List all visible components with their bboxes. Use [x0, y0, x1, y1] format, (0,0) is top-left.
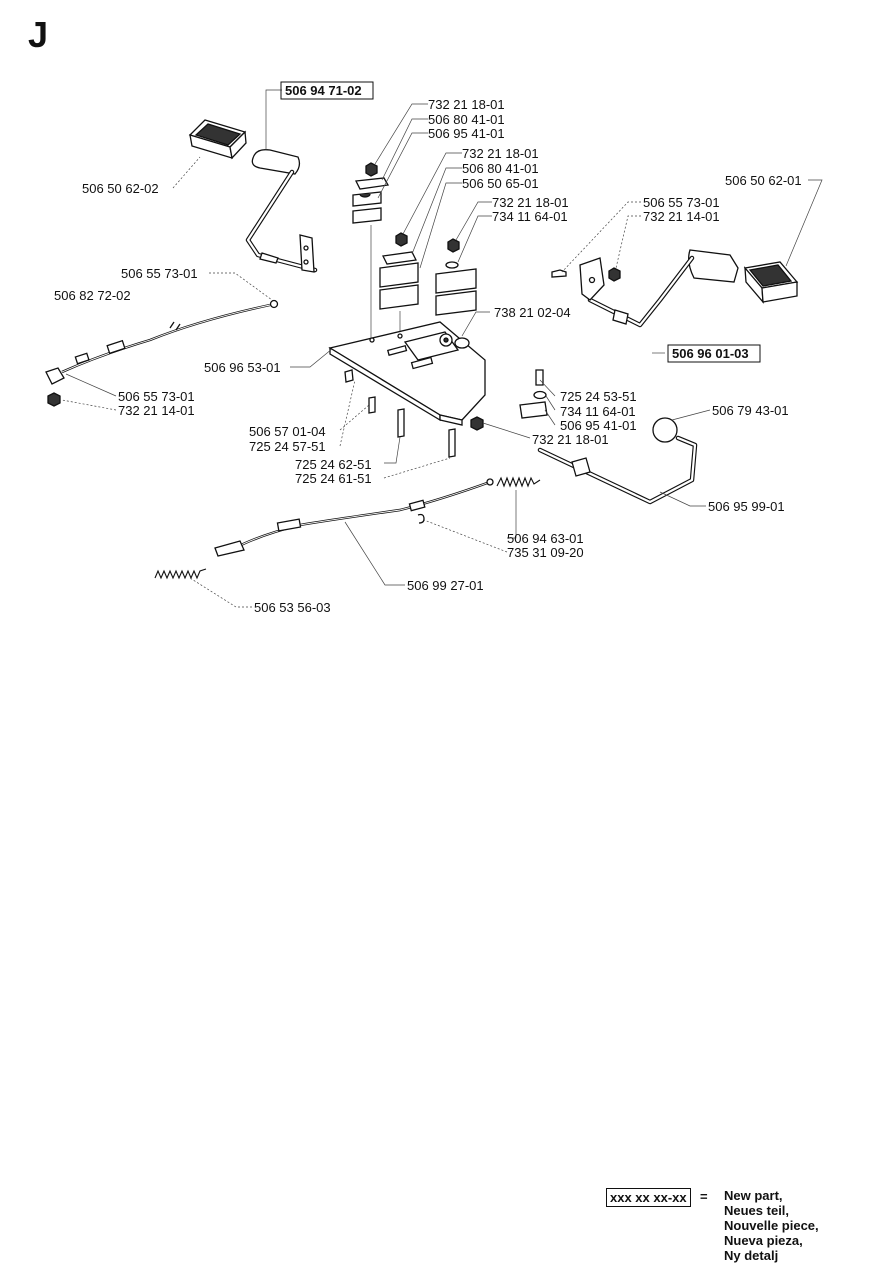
- part-label: 506 79 43-01: [712, 403, 789, 418]
- part-label: 506 95 41-01: [428, 126, 505, 141]
- section-letter: J: [28, 14, 49, 55]
- right-pedal-arm: [579, 249, 739, 328]
- part-label: 734 11 64-01: [560, 404, 636, 419]
- new-part-box-1: [280, 81, 374, 100]
- leader-lines: [61, 89, 823, 608]
- part-label: 506 55 73-01: [118, 389, 195, 404]
- legend-line: Ny detalj: [724, 1248, 779, 1263]
- legend: xxx xx xx-xx = New part, Neues teil, Nou…: [606, 1187, 866, 1267]
- right-pedal-pad: [743, 261, 799, 304]
- legend-line: Neues teil,: [724, 1203, 790, 1218]
- new-part-box-2: [667, 344, 761, 363]
- part-label: 506 50 62-01: [725, 173, 802, 188]
- part-label: 732 21 18-01: [462, 146, 539, 161]
- part-label: 725 24 61-51: [295, 471, 372, 486]
- part-label: 725 24 62-51: [295, 457, 372, 472]
- part-labels: 506 94 71-02 506 50 62-02 732 21 18-01 5…: [54, 81, 802, 615]
- part-label: 506 50 62-02: [82, 181, 159, 196]
- legend-code-box: xxx xx xx-xx: [606, 1188, 691, 1207]
- part-label: 506 95 99-01: [708, 499, 785, 514]
- part-label: 506 94 63-01: [507, 531, 584, 546]
- left-cable: [45, 299, 279, 407]
- part-label: 732 21 14-01: [643, 209, 720, 224]
- part-label: 506 96 01-03: [672, 346, 749, 361]
- bushing-stack-1: [352, 162, 390, 338]
- part-label: 725 24 53-51: [560, 389, 637, 404]
- part-label: 506 94 71-02: [285, 83, 362, 98]
- part-label: 506 80 41-01: [428, 112, 505, 127]
- part-label: 725 24 57-51: [249, 439, 326, 454]
- part-label: 506 96 53-01: [204, 360, 281, 375]
- legend-equals: =: [700, 1189, 708, 1204]
- part-label: 732 21 18-01: [492, 195, 569, 210]
- part-label: 506 55 73-01: [643, 195, 720, 210]
- legend-line: New part,: [724, 1188, 783, 1203]
- bottom-cable: [214, 478, 494, 557]
- legend-line: Nueva pieza,: [724, 1233, 803, 1248]
- spring-upper: [496, 476, 541, 488]
- left-pedal-assembly: [188, 119, 318, 273]
- bushing-stack-3: [435, 238, 477, 316]
- left-pedal-pad: [188, 119, 247, 160]
- part-label: 732 21 18-01: [532, 432, 609, 447]
- part-label: 506 50 65-01: [462, 176, 539, 191]
- part-label: 735 31 09-20: [507, 545, 584, 560]
- spring-lower: [154, 568, 207, 580]
- part-label: 732 21 14-01: [118, 403, 195, 418]
- part-label: 506 95 41-01: [560, 418, 637, 433]
- part-label: 506 80 41-01: [462, 161, 539, 176]
- part-label: 506 82 72-02: [54, 288, 131, 303]
- control-lever: [537, 417, 698, 505]
- bushing-stack-2: [379, 232, 419, 336]
- part-label: 732 21 18-01: [428, 97, 505, 112]
- base-plate: [328, 321, 486, 426]
- part-label: 506 55 73-01: [121, 266, 198, 281]
- part-label: 506 53 56-03: [254, 600, 331, 615]
- legend-text: New part, Neues teil, Nouvelle piece, Nu…: [724, 1188, 819, 1263]
- part-label: 506 99 27-01: [407, 578, 484, 593]
- part-label: 734 11 64-01: [492, 209, 568, 224]
- right-pedal-assembly: [551, 249, 799, 328]
- legend-line: Nouvelle piece,: [724, 1218, 819, 1233]
- part-label: 738 21 02-04: [494, 305, 571, 320]
- part-label: 506 57 01-04: [249, 424, 326, 439]
- left-pedal-arm: [245, 149, 318, 273]
